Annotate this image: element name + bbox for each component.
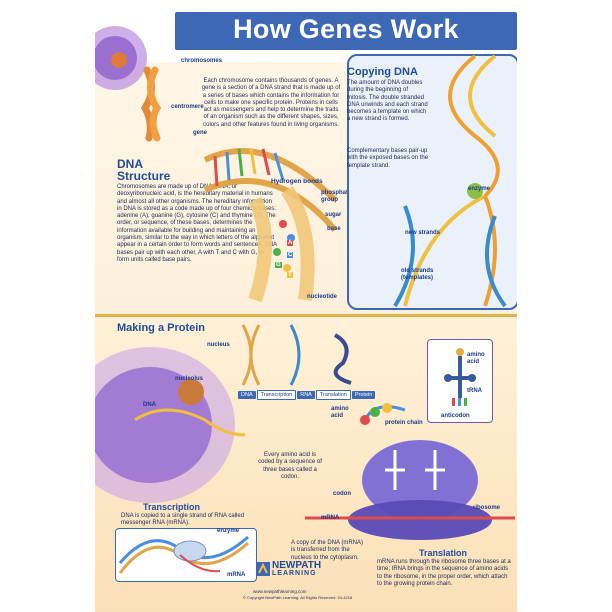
logo-text-newpath: NEWPATH — [272, 560, 322, 571]
label-protein-chain: protein chain — [385, 420, 423, 426]
gene-to-protein-illustration — [241, 324, 352, 386]
label-new-strands: new strands — [405, 230, 441, 236]
label-nucleus: nucleus — [207, 342, 230, 348]
footer-copyright: © Copyright NewPath Learning. All Rights… — [243, 595, 353, 600]
base-letter-t: T — [287, 272, 293, 278]
trna-illustration — [444, 348, 476, 406]
transcription-text: DNA is copied to a single strand of RNA … — [121, 513, 245, 527]
label-anticodon: anticodon — [441, 413, 470, 419]
copying-dna-text-2: Complementary bases pair-up with the exp… — [347, 148, 429, 169]
section-divider — [95, 314, 517, 318]
label-enzyme: enzyme — [468, 186, 491, 192]
copying-dna-heading: Copying DNA — [347, 66, 418, 78]
poster: How Genes Work chromosomes centromere ge… — [95, 0, 517, 612]
label-mrna-2: mRNA — [227, 572, 246, 578]
title-bar: How Genes Work — [175, 12, 517, 50]
transcription-inset — [115, 528, 257, 582]
label-sugar: sugar — [325, 212, 342, 218]
transcription-heading: Transcription — [143, 502, 201, 512]
label-mrna: mRNA — [321, 515, 340, 521]
label-old-strands: old strands (templates) — [401, 268, 434, 281]
cell-chromosome-illustration — [95, 26, 162, 142]
header: How Genes Work — [95, 0, 517, 62]
flow-step-translation: Translation — [315, 390, 351, 400]
ribosome-illustration — [305, 403, 515, 540]
label-ribosome: ribosome — [473, 505, 501, 511]
base-letter-a: A — [287, 240, 294, 246]
label-enzyme-2: enzyme — [217, 528, 240, 534]
label-hydrogen-bonds: Hydrogen bonds — [271, 178, 323, 185]
label-phosphate-group: phosphate group — [321, 190, 352, 203]
dna-structure-text: Chromosomes are made up of DNA. DNA, or … — [117, 184, 277, 263]
flow-step-rna: RNA — [297, 391, 315, 399]
footer-url: www.newpathlearning.com — [253, 589, 307, 594]
label-centromere: centromere — [171, 104, 204, 110]
nucleus-illustration — [95, 347, 246, 503]
flow-step-protein: Protein — [351, 391, 376, 399]
codon-text: Every amino acid is coded by a sequence … — [258, 452, 322, 480]
trna-inset — [427, 339, 493, 423]
label-gene: gene — [193, 130, 208, 136]
label-nucleotide: nucleotide — [307, 294, 338, 300]
dna-copy-helix-illustration — [393, 54, 507, 308]
page-title: How Genes Work — [233, 14, 459, 44]
dna-helix-illustration — [203, 147, 338, 303]
label-chromosomes: chromosomes — [181, 58, 223, 64]
base-letter-g: G — [275, 262, 282, 268]
gene-expression-flow: DNA Transcription RNA Translation Protei… — [238, 390, 376, 400]
flow-step-transcription: Transcription — [256, 390, 297, 400]
publisher-logo: NEWPATH LEARNING — [256, 560, 338, 582]
translation-heading: Translation — [419, 548, 468, 558]
label-amino-acid: amino acid — [467, 352, 485, 365]
label-nucleolus: nucleolus — [175, 376, 204, 382]
label-amino-acid-2: amino acid — [331, 406, 349, 419]
making-protein-heading: Making a Protein — [117, 322, 206, 334]
translation-text: mRNA runs through the ribosome three bas… — [377, 559, 511, 587]
chromosome-text: Each chromosome contains thousands of ge… — [201, 78, 341, 128]
transcription-illustration — [118, 535, 249, 574]
base-letter-c: C — [287, 252, 294, 258]
label-codon: codon — [333, 491, 351, 497]
mrna-copy-text: A copy of the DNA (mRNA) is transferred … — [291, 540, 364, 561]
label-dna: DNA — [143, 402, 156, 408]
flow-step-dna: DNA — [238, 391, 256, 399]
copying-dna-text: The amount of DNA doubles during the beg… — [347, 80, 428, 123]
logo-icon — [256, 562, 270, 576]
label-base: base — [327, 226, 341, 232]
label-trna: tRNA — [467, 388, 482, 394]
dna-structure-heading: DNA Structure — [117, 157, 171, 183]
logo-text-learning: LEARNING — [272, 570, 317, 577]
